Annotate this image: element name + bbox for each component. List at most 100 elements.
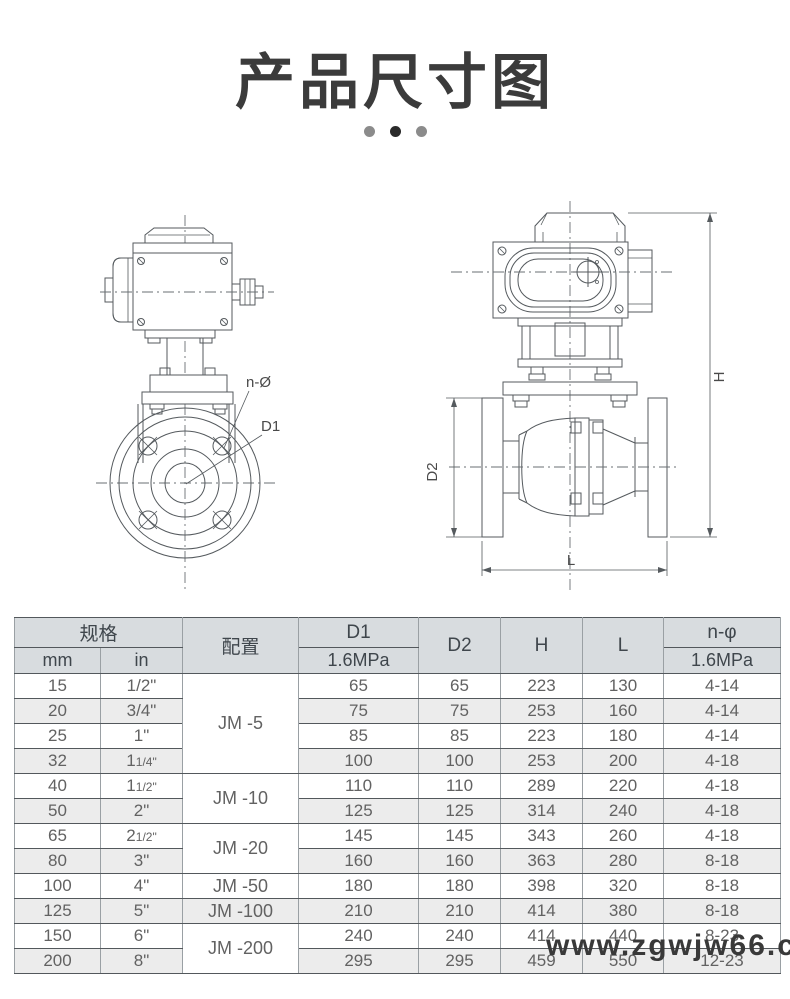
cell-mm: 20 bbox=[14, 698, 101, 724]
cell-d1: 180 bbox=[298, 873, 420, 899]
header-n-phi: n-φ bbox=[663, 617, 782, 648]
mounting-bracket-front bbox=[137, 338, 236, 463]
cell-n-phi: 4-18 bbox=[663, 773, 782, 799]
mounting-bracket-side bbox=[502, 317, 638, 408]
n-phi-label: n-Ø bbox=[246, 374, 271, 391]
cell-in: 1" bbox=[99, 723, 184, 749]
cell-d1: 75 bbox=[298, 698, 420, 724]
cell-mm: 125 bbox=[14, 898, 101, 924]
cell-n-phi: 4-14 bbox=[663, 723, 782, 749]
cell-h: 253 bbox=[500, 748, 584, 774]
cell-d1: 110 bbox=[298, 773, 420, 799]
cell-d1: 65 bbox=[298, 673, 420, 699]
cell-d2: 110 bbox=[418, 773, 502, 799]
cell-mm: 15 bbox=[14, 673, 101, 699]
cell-l: 130 bbox=[582, 673, 665, 699]
header-d1: D1 bbox=[298, 617, 420, 648]
cell-n-phi: 8-18 bbox=[663, 848, 782, 874]
cell-mm: 200 bbox=[14, 948, 101, 974]
cell-l: 240 bbox=[582, 798, 665, 824]
cell-h: 223 bbox=[500, 723, 584, 749]
header-d2: D2 bbox=[418, 617, 502, 674]
cell-d2: 210 bbox=[418, 898, 502, 924]
front-view-drawing: n-Ø D1 bbox=[96, 215, 280, 591]
dimension-table: 规格 配置 D1 D2 H L n-φ mm in 1.6MPa 1.6MPa … bbox=[13, 617, 782, 974]
title-divider-dots bbox=[0, 126, 790, 137]
cell-d2: 295 bbox=[418, 948, 502, 974]
header-in: in bbox=[99, 647, 184, 674]
cell-l: 280 bbox=[582, 848, 665, 874]
dot-icon bbox=[363, 126, 375, 137]
cell-h: 223 bbox=[500, 673, 584, 699]
cell-mm: 80 bbox=[14, 848, 101, 874]
dimension-d2: D2 bbox=[424, 397, 482, 538]
header-spec: 规格 bbox=[13, 617, 184, 648]
cell-n-phi: 8-23 bbox=[663, 923, 782, 949]
cell-mm: 32 bbox=[14, 748, 101, 774]
cell-config: JM -5 bbox=[182, 673, 300, 774]
cell-n-phi: 4-18 bbox=[663, 748, 782, 774]
cell-config: JM -200 bbox=[182, 923, 300, 974]
cell-d1: 145 bbox=[298, 823, 420, 849]
dimension-l: L bbox=[481, 541, 668, 576]
cell-in: 2" bbox=[99, 798, 184, 824]
cell-in: 6" bbox=[99, 923, 184, 949]
cell-l: 180 bbox=[582, 723, 665, 749]
header-h: H bbox=[500, 617, 584, 674]
cell-mm: 65 bbox=[14, 823, 101, 849]
actuator-front bbox=[100, 227, 274, 344]
cell-config: JM -20 bbox=[182, 823, 300, 874]
label-n-phi: n-Ø bbox=[223, 374, 271, 449]
l-label: L bbox=[567, 552, 575, 569]
flange-front bbox=[96, 407, 278, 559]
inch-fraction: 1/2" bbox=[135, 830, 157, 844]
label-d1: D1 bbox=[185, 418, 280, 485]
cell-d1: 295 bbox=[298, 948, 420, 974]
cell-config: JM -50 bbox=[182, 873, 300, 899]
cell-n-phi: 4-18 bbox=[663, 798, 782, 824]
cell-config: JM -10 bbox=[182, 773, 300, 824]
cell-l: 440 bbox=[582, 923, 665, 949]
cell-mm: 50 bbox=[14, 798, 101, 824]
cell-d1: 210 bbox=[298, 898, 420, 924]
cell-d2: 240 bbox=[418, 923, 502, 949]
cell-d1: 85 bbox=[298, 723, 420, 749]
cell-h: 414 bbox=[500, 898, 584, 924]
cell-in: 8" bbox=[99, 948, 184, 974]
cell-d2: 75 bbox=[418, 698, 502, 724]
cell-l: 200 bbox=[582, 748, 665, 774]
cell-n-phi: 12-23 bbox=[663, 948, 782, 974]
side-view-drawing: D2 L H bbox=[424, 201, 728, 594]
cell-in: 4" bbox=[99, 873, 184, 899]
cell-h: 314 bbox=[500, 798, 584, 824]
dimension-h: H bbox=[628, 212, 728, 538]
cell-d1: 240 bbox=[298, 923, 420, 949]
cell-d2: 65 bbox=[418, 673, 502, 699]
indicator-dial-icon bbox=[573, 257, 603, 287]
header-n-phi-pressure: 1.6MPa bbox=[663, 647, 782, 674]
cell-n-phi: 4-18 bbox=[663, 823, 782, 849]
cell-n-phi: 8-18 bbox=[663, 873, 782, 899]
cell-h: 253 bbox=[500, 698, 584, 724]
cell-h: 289 bbox=[500, 773, 584, 799]
cell-d1: 160 bbox=[298, 848, 420, 874]
header-d1-pressure: 1.6MPa bbox=[298, 647, 420, 674]
cell-in: 11/4" bbox=[99, 748, 184, 774]
cell-in: 3/4" bbox=[99, 698, 184, 724]
cell-n-phi: 4-14 bbox=[663, 673, 782, 699]
header-config: 配置 bbox=[182, 617, 300, 674]
actuator-side bbox=[451, 212, 675, 319]
cell-l: 220 bbox=[582, 773, 665, 799]
cell-l: 380 bbox=[582, 898, 665, 924]
cell-d2: 85 bbox=[418, 723, 502, 749]
cell-h: 343 bbox=[500, 823, 584, 849]
